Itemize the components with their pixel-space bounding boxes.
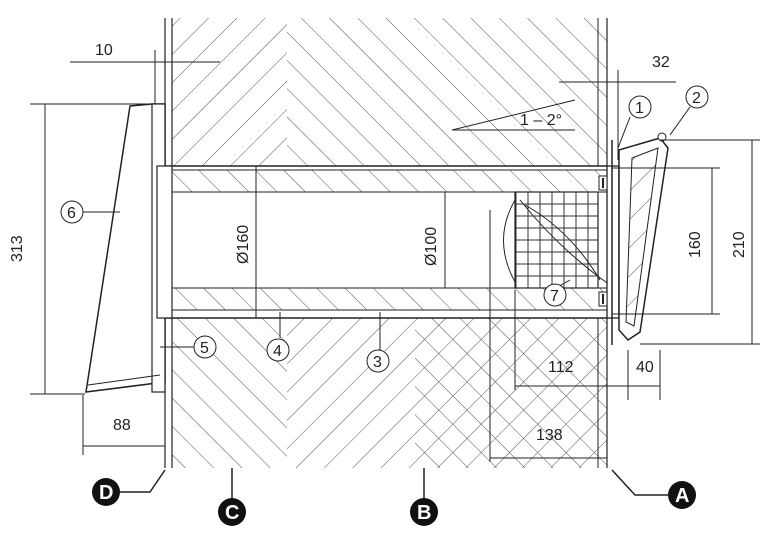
- inner-cover: [85, 103, 173, 393]
- zone-a-marker: [668, 481, 696, 509]
- callout-3: [366, 349, 390, 373]
- dim-88: 88: [113, 417, 131, 434]
- callout-4: [266, 338, 290, 362]
- dim-10: 10: [95, 42, 113, 59]
- dim-40: 40: [636, 359, 654, 376]
- dimension-lines: [30, 50, 760, 462]
- dim-160-diameter: Ø160: [235, 225, 252, 264]
- outer-hood: [598, 132, 669, 345]
- callout-2-label: 2: [692, 90, 701, 107]
- inner-unit: [503, 191, 611, 289]
- zone-a-label: A: [675, 485, 689, 507]
- dim-32: 32: [652, 54, 670, 71]
- callout-7: [543, 283, 567, 307]
- zone-d-label: D: [99, 482, 113, 504]
- callout-3-label: 3: [373, 354, 382, 371]
- dim-100-diameter: Ø100: [423, 227, 440, 266]
- wall-layer-c: [172, 18, 287, 468]
- callout-5: [193, 335, 217, 359]
- callout-6: [60, 200, 84, 224]
- dim-210: 210: [731, 231, 748, 258]
- dim-112: 112: [548, 359, 574, 376]
- callout-1: [628, 95, 652, 119]
- dim-313: 313: [9, 235, 26, 262]
- dim-slope: 1 – 2°: [520, 112, 562, 129]
- zone-d-marker: [92, 478, 120, 506]
- zone-b-label: B: [417, 502, 431, 524]
- wall-layer-b: [287, 18, 607, 468]
- callout-7-label: 7: [550, 288, 559, 305]
- callout-4-label: 4: [273, 343, 282, 360]
- callout-6-label: 6: [67, 205, 76, 222]
- zone-c-label: C: [225, 502, 239, 524]
- zone-b-marker: [410, 498, 438, 526]
- callout-1-label: 1: [635, 100, 644, 117]
- zone-c-marker: [218, 498, 246, 526]
- dim-160: 160: [687, 231, 704, 258]
- dim-138: 138: [536, 427, 563, 444]
- callout-5-label: 5: [200, 340, 209, 357]
- callout-2: [685, 85, 709, 109]
